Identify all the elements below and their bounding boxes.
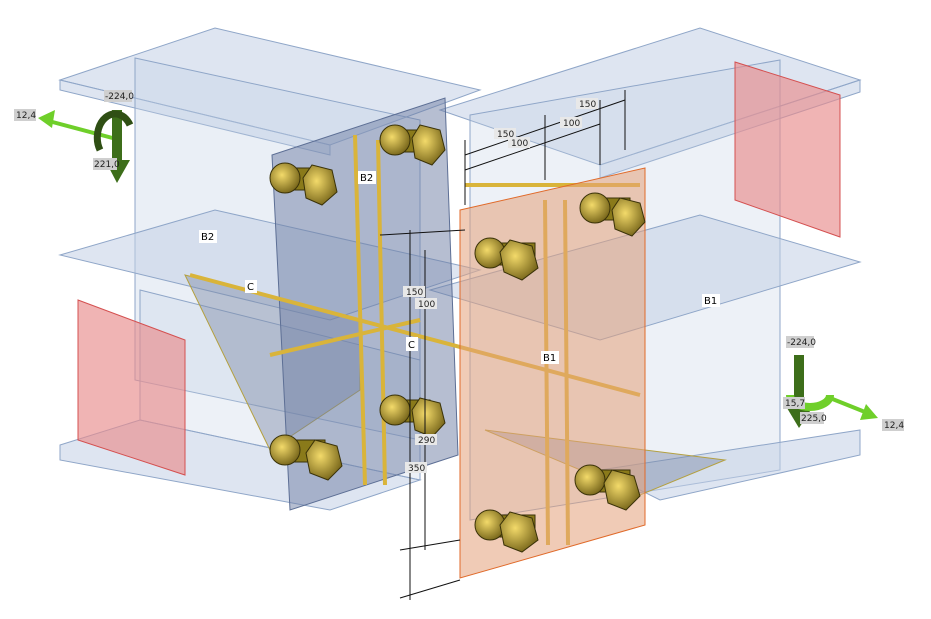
load-left-vz: -224,0 xyxy=(105,92,134,102)
load-left-n: 12,4 xyxy=(16,111,36,121)
svg-text:C: C xyxy=(247,282,254,293)
dimension-labels: 150 100 150 100 150 100 290 350 xyxy=(403,98,598,474)
dim-vert-4: 350 xyxy=(408,464,425,474)
tag-c-mid: C xyxy=(406,337,418,351)
bolt xyxy=(379,394,446,438)
bolt xyxy=(269,162,338,206)
dim-top-1: 150 xyxy=(497,130,514,140)
bolt xyxy=(474,509,539,553)
load-right-my: 225,0 xyxy=(801,414,827,424)
dim-vert-2: 100 xyxy=(418,300,435,310)
svg-text:B1: B1 xyxy=(543,353,556,364)
member-tags: B2 B2 C C B1 B1 xyxy=(199,171,720,364)
load-labels: 12,4 -224,0 221,0 -224,0 15,7 225,0 12,4 xyxy=(14,90,904,431)
end-plate-left xyxy=(77,299,186,476)
svg-text:B2: B2 xyxy=(201,232,214,243)
svg-text:B1: B1 xyxy=(704,296,717,307)
dim-vert-1: 150 xyxy=(406,288,423,298)
bolt xyxy=(379,124,446,166)
svg-text:B2: B2 xyxy=(360,173,373,184)
end-plate-right xyxy=(734,61,841,238)
tag-b1-mid: B1 xyxy=(541,351,559,364)
svg-text:C: C xyxy=(408,340,415,351)
bolt xyxy=(574,464,641,511)
load-right-vz: -224,0 xyxy=(787,338,816,348)
dim-top-3: 150 xyxy=(579,100,596,110)
tag-b2-left: B2 xyxy=(199,230,217,243)
dim-top-4: 100 xyxy=(563,119,580,129)
tag-c-left: C xyxy=(245,280,257,293)
dim-vert-3: 290 xyxy=(418,436,435,446)
dim-top-2: 100 xyxy=(511,139,528,149)
tag-b2-top: B2 xyxy=(358,171,376,184)
load-right-n: 12,4 xyxy=(884,421,904,431)
load-right-mx: 15,7 xyxy=(785,399,805,409)
load-arrows-left xyxy=(38,110,134,183)
bolts xyxy=(269,124,646,553)
bolt xyxy=(269,434,343,481)
tag-b1-right: B1 xyxy=(702,294,720,307)
bolt xyxy=(579,192,646,237)
load-left-my: 221,0 xyxy=(94,160,120,170)
bolt xyxy=(474,237,539,281)
